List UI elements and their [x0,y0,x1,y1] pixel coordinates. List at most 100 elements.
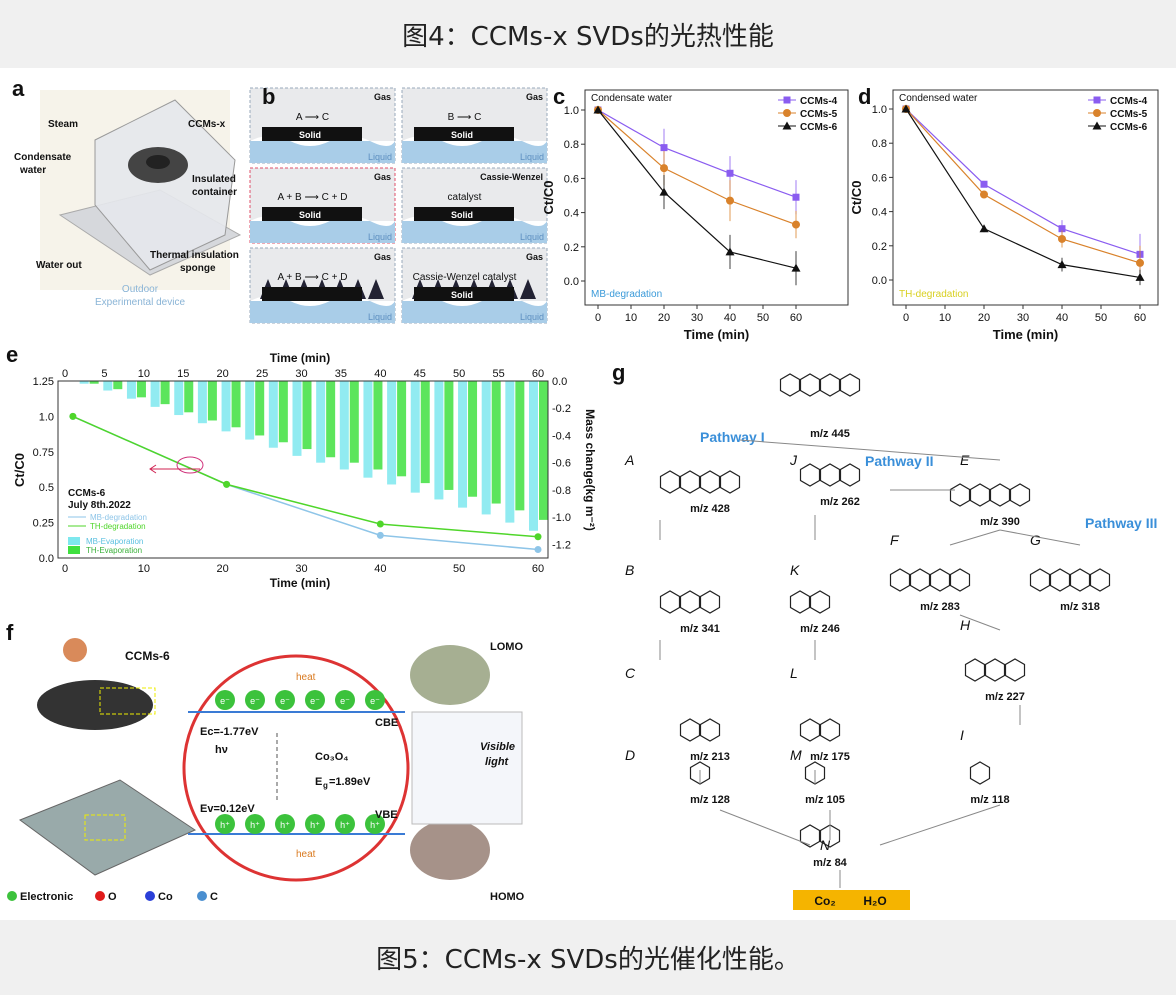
x2-tick-label: 35 [335,368,347,380]
legend-marker [782,121,792,130]
evaporation-bar-TH-Evaporation [302,381,312,450]
light-label: light [485,756,510,768]
molecule-structure [679,718,701,742]
molecule-structure [1009,483,1031,507]
y-tick-label: 0.2 [564,242,579,254]
data-point-CCMs-4 [726,169,734,177]
solid-label: Solid [451,210,473,220]
scheme-cell [401,247,548,324]
mz-label: m/z 283 [920,601,960,613]
electron [365,690,385,710]
reaction-label: B ⟶ C [448,112,482,123]
compound-letter-D: D [625,747,635,763]
legend-label: CCMs-6 [800,122,838,133]
molecule-structure [889,568,911,592]
panel-letter-c: c [553,84,565,109]
data-point-CCMs-6 [593,105,603,114]
legend-label: CCMs-6 [1110,122,1148,133]
x-tick-label: 20 [978,312,990,324]
solid-block [414,127,514,141]
mz-label: m/z 262 [820,496,860,508]
data-point-MB-degradation [376,531,384,539]
hole-label: h⁺ [370,820,380,830]
scheme-cell [249,87,396,164]
evaporation-bar-MB-Evaporation [387,381,397,485]
material-label: Co₃O₄ [315,751,349,763]
y2-tick-label: -1.0 [552,512,571,524]
mz-label: m/z 175 [810,751,850,763]
electron [245,690,265,710]
electron-label: e⁻ [250,696,260,706]
x-tick-label: 50 [1095,312,1107,324]
molecule-structure [1004,658,1026,682]
reaction-label: catalyst [448,192,482,203]
scheme-cell [401,87,548,164]
plot-frame [57,380,549,559]
legend-label: CCMs-4 [800,96,838,107]
compound-letter-L: L [790,665,798,681]
x-tick-label: 50 [453,563,465,575]
molecule-structure [819,718,841,742]
y-tick-label: 0.2 [872,241,887,253]
y-tick-label: 0.6 [564,173,579,185]
evaporation-bar-TH-Evaporation [326,381,336,458]
data-point-CCMs-5 [660,164,668,173]
y2-tick-label: -1.2 [552,539,571,551]
evaporation-bar-TH-Evaporation [207,381,217,421]
x-tick-label: 40 [374,563,386,575]
products-box [793,890,910,910]
compound-letter-I: I [960,727,964,743]
legend-label: O [108,891,117,903]
molecule-structure [699,590,721,614]
reaction-arrow [959,614,1001,631]
y-tick-label: 0.0 [39,553,54,565]
panel-letter-a: a [12,76,25,101]
evaporation-bar-TH-Evaporation [278,381,288,443]
x-tick-label: 0 [595,312,601,324]
gas-label: Gas [526,252,543,262]
series-line-CCMs-4 [905,108,1141,255]
gas-label: Gas [374,92,391,102]
molecule-structure [989,483,1011,507]
y2-tick-label: -0.4 [552,430,571,442]
ec-label: Ec=-1.77eV [200,726,259,738]
evaporation-bar-MB-Evaporation [316,381,326,463]
gas-label: Gas [374,172,391,182]
evaporation-bar-MB-Evaporation [458,381,468,508]
data-point-CCMs-6 [791,263,801,272]
evaporation-bar-MB-Evaporation [268,381,278,448]
solid-block [414,207,514,221]
x2-tick-label: 45 [414,368,426,380]
insulated-container [94,99,236,271]
evaporation-bar-TH-Evaporation [160,381,170,405]
compound-letter-E: E [960,452,970,468]
hv-label: hν [215,744,228,756]
legend-marker [1093,96,1101,104]
evaporation-bar-MB-Evaporation [174,381,184,416]
solid-block [262,207,362,221]
heat-label: heat [296,849,316,860]
liquid-layer [250,221,395,243]
x-axis-label: Time (min) [684,327,750,342]
data-point-TH-degradation [69,412,77,420]
y-axis-label: Ct/C0 [12,453,27,487]
gas-label: Cassie-Wenzel [480,172,543,182]
data-point-CCMs-4 [792,193,800,201]
liquid-layer [250,141,395,163]
data-point-TH-degradation [376,520,384,528]
hole-label: h⁺ [220,820,230,830]
y-tick-label: 0.4 [564,208,579,220]
mz-label: m/z 318 [1060,601,1100,613]
legend-dot [95,891,105,901]
solid-block [262,287,362,301]
mz-label: m/z 105 [805,794,845,806]
panel-letter-g: g [612,360,625,385]
x-tick-label: 20 [217,563,229,575]
mz-label: m/z 341 [680,623,720,635]
evaporation-bar-MB-Evaporation [221,381,231,432]
mz-label: m/z 428 [690,503,730,515]
x-tick-label: 60 [1134,312,1146,324]
panel-letter-f: f [6,620,14,645]
y2-tick-label: 0.0 [552,376,567,388]
molecule-structure [969,483,991,507]
